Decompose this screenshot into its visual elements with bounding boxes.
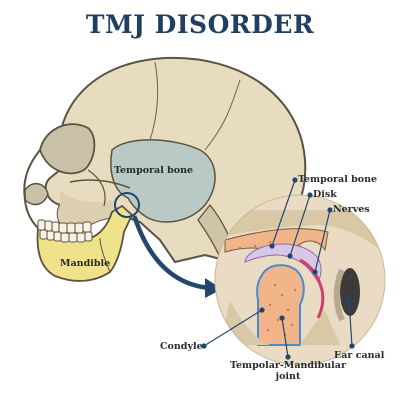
label-condyle: Condyle (160, 341, 203, 352)
ear-canal-detail (340, 268, 360, 316)
pointer-arrow (132, 215, 222, 298)
label-temporal-bone-detail: Temporal bone (298, 174, 378, 185)
label-temporal-bone-skull: Temporal bone (114, 165, 194, 176)
label-tm-joint-line2: joint (275, 371, 301, 382)
teeth (37, 219, 93, 243)
diagram-title: TMJ DISORDER (85, 10, 315, 39)
eye-socket (39, 123, 96, 175)
joint-highlight-circle (114, 192, 140, 218)
leader-lines (201, 177, 355, 360)
label-tm-joint: Tempolar-Mandibular joint (230, 360, 346, 382)
label-nerves: Nerves (333, 204, 370, 215)
joint-detail (214, 194, 386, 366)
condyle-detail (256, 264, 305, 346)
label-mandible: Mandible (60, 258, 111, 269)
label-disk: Disk (313, 189, 337, 200)
label-ear-canal: Ear canal (334, 350, 385, 361)
temporal-bone-region (110, 139, 216, 223)
nerves-detail (299, 258, 325, 319)
label-tm-joint-line1: Tempolar-Mandibular (230, 360, 346, 371)
